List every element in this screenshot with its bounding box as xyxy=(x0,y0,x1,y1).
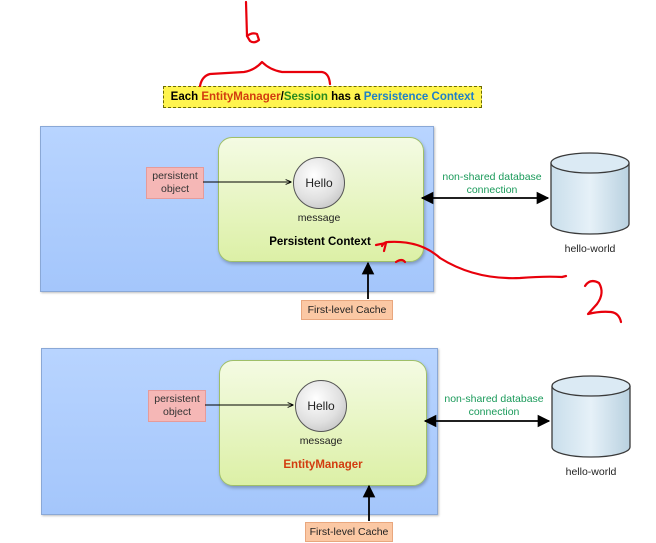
top-context-label: Persistent Context xyxy=(269,236,371,248)
title-part-has-a: has a xyxy=(327,91,364,103)
bottom-entitymanager-label: EntityManager xyxy=(283,459,363,471)
top-message-label: message xyxy=(297,212,341,224)
top-first-level-cache: First-level Cache xyxy=(301,300,393,320)
handwritten-annotation-2 xyxy=(374,240,623,324)
title-part-context: Context xyxy=(431,91,475,103)
bottom-message-label: message xyxy=(299,435,343,447)
title-part-entitymanager: EntityManager xyxy=(201,91,281,103)
title-part-session: Session xyxy=(283,91,328,103)
bottom-db-label: hello-world xyxy=(565,466,617,478)
title-part-each: Each xyxy=(170,91,202,103)
handwritten-annotation-1 xyxy=(198,0,332,88)
title-part-persistence: Persistence xyxy=(363,91,429,103)
bottom-hello-entity: Hello xyxy=(295,380,347,432)
bottom-hello-label: Hello xyxy=(307,399,335,413)
top-db-label: hello-world xyxy=(564,243,616,255)
bottom-database-icon xyxy=(551,375,631,458)
top-persistent-object-box: persistent object xyxy=(146,167,204,199)
bottom-persistent-object-box: persistent object xyxy=(148,390,206,422)
top-hello-label: Hello xyxy=(305,176,333,190)
bottom-first-level-cache: First-level Cache xyxy=(305,522,393,542)
top-hello-entity: Hello xyxy=(293,157,345,209)
bottom-persistent-object-label: persistent object xyxy=(154,393,200,418)
top-persistent-object-label: persistent object xyxy=(152,170,198,195)
title-banner: Each EntityManager/Session has a Persist… xyxy=(163,86,482,108)
top-database-icon xyxy=(550,152,630,235)
title-part-slash: / xyxy=(280,91,284,103)
